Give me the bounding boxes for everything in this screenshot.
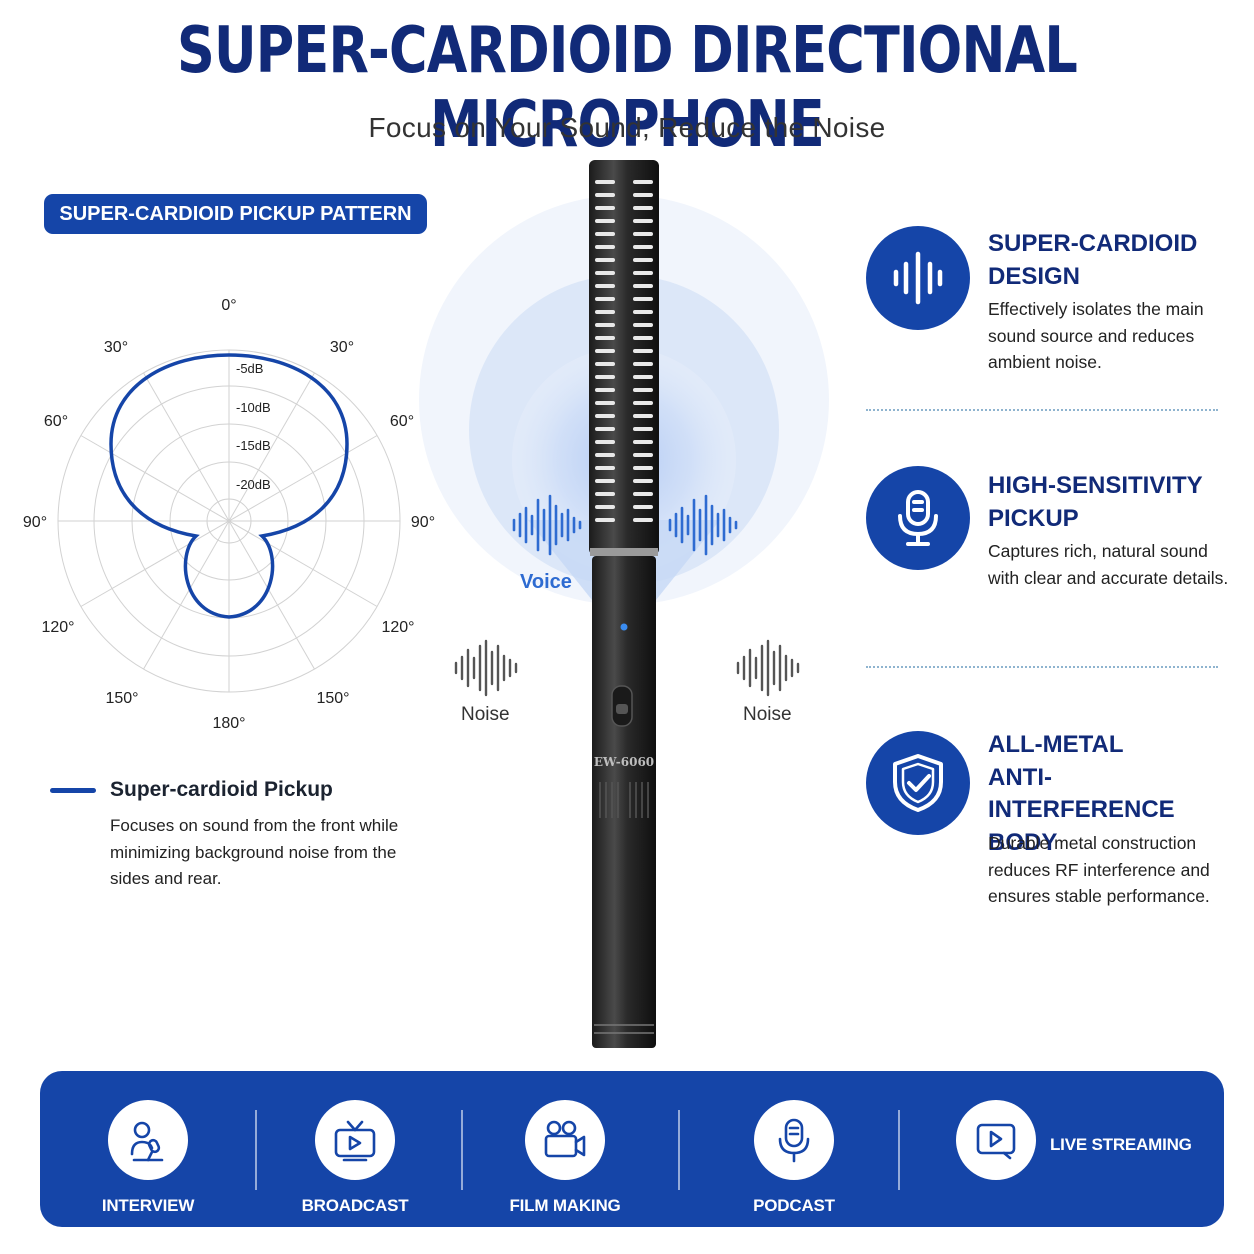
legend-swatch — [50, 788, 96, 793]
angle-180: 180° — [212, 715, 245, 732]
voice-wave-left-icon — [512, 494, 582, 556]
db-label: -5dB — [236, 361, 263, 376]
feature-all-metal: ALL-METAL ANTI-INTERFERENCE BODY Durable… — [866, 731, 1236, 931]
angle-150-left: 150° — [105, 690, 138, 707]
microphone-icon — [866, 466, 970, 570]
divider — [866, 409, 1218, 411]
noise-label-left: Noise — [461, 704, 510, 725]
feature-title-line: DESIGN — [988, 262, 1081, 290]
interview-icon — [108, 1100, 188, 1180]
app-interview: INTERVIEW — [98, 1100, 198, 1216]
noise-wave-left-icon — [454, 639, 518, 697]
page-subtitle: Focus on Your Sound, Reduce the Noise — [368, 112, 886, 143]
noise-label-right: Noise — [743, 704, 792, 725]
super-cardioid-curve — [109, 353, 349, 619]
voice-label: Voice — [520, 571, 572, 593]
app-label-live-streaming: LIVE STREAMING — [1050, 1135, 1192, 1154]
app-label: PODCAST — [753, 1196, 835, 1215]
app-label: INTERVIEW — [101, 1196, 195, 1215]
feature-description: Durable metal construction reduces RF in… — [988, 833, 1210, 906]
polar-pattern-chart: 0° 30° 30° 60° 60° 90° 90° 120° 120° 150… — [23, 297, 435, 732]
angle-90-right: 90° — [411, 514, 435, 531]
video-camera-icon — [525, 1100, 605, 1180]
db-label: -20dB — [236, 477, 271, 492]
legend-title: Super-cardioid Pickup — [110, 778, 333, 801]
feature-title-line: PICKUP — [988, 504, 1079, 532]
angle-30-left: 30° — [104, 339, 128, 356]
noise-wave-right-icon — [736, 639, 800, 697]
angle-30-right: 30° — [330, 339, 354, 356]
live-stream-icon — [956, 1100, 1036, 1180]
angle-120-left: 120° — [41, 619, 74, 636]
app-label: BROADCAST — [301, 1196, 409, 1215]
separator — [461, 1110, 463, 1190]
page-title: SUPER-CARDIOID DIRECTIONAL MICROPHONE — [177, 14, 1078, 162]
podcast-mic-icon — [754, 1100, 834, 1180]
angle-0: 0° — [221, 297, 236, 314]
app-broadcast: BROADCAST — [302, 1100, 409, 1216]
feature-high-sensitivity: HIGH-SENSITIVITY PICKUP Captures rich, n… — [866, 466, 1236, 636]
feature-description: Captures rich, natural sound with clear … — [988, 541, 1229, 588]
microphone-illustration: EW-6060 — [419, 160, 829, 1048]
soundwave-icon — [866, 226, 970, 330]
db-label: -15dB — [236, 438, 271, 453]
feature-description: Effectively isolates the main sound sour… — [988, 299, 1204, 372]
voice-wave-right-icon — [668, 494, 738, 556]
angle-60-left: 60° — [44, 413, 68, 430]
feature-title-line: BODY — [988, 828, 1058, 856]
feature-title-line: ALL-METAL — [988, 731, 1124, 758]
mic-model-label: EW-6060 — [594, 755, 654, 769]
shield-check-icon — [866, 731, 970, 835]
feature-title-line: SUPER-CARDIOID — [988, 230, 1198, 257]
separator — [255, 1110, 257, 1190]
angle-120-right: 120° — [381, 619, 414, 636]
angle-90-left: 90° — [23, 514, 47, 531]
separator — [898, 1110, 900, 1190]
pickup-pattern-badge: SUPER-CARDIOID PICKUP PATTERN — [44, 194, 427, 234]
feature-super-cardioid: SUPER-CARDIOID DESIGN Effectively isolat… — [866, 226, 1236, 396]
app-film-making: FILM MAKING — [509, 1100, 621, 1216]
separator — [678, 1110, 680, 1190]
app-podcast: PODCAST — [744, 1100, 844, 1216]
app-live-streaming — [956, 1100, 1036, 1180]
divider — [866, 666, 1218, 668]
feature-title-line: HIGH-SENSITIVITY — [988, 472, 1203, 499]
angle-60-right: 60° — [390, 413, 414, 430]
app-label: FILM MAKING — [509, 1196, 621, 1215]
feature-title-line: ANTI-INTERFERENCE — [988, 763, 1175, 824]
applications-bar — [40, 1071, 1224, 1227]
db-label: -10dB — [236, 400, 271, 415]
angle-150-right: 150° — [316, 690, 349, 707]
legend-description: Focuses on sound from the front while mi… — [110, 816, 399, 888]
broadcast-tv-icon — [315, 1100, 395, 1180]
